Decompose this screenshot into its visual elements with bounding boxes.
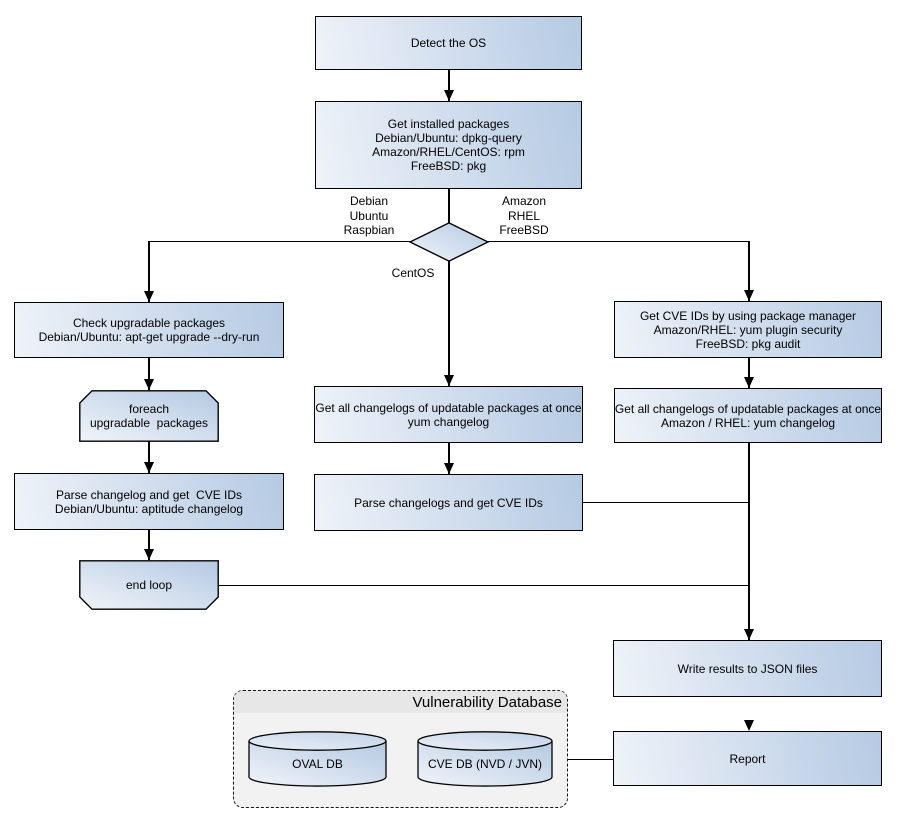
arrowhead-into-parse-centos	[444, 463, 454, 474]
branch-label-amazon: Amazon RHEL FreeBSD	[499, 194, 549, 237]
node-label: Report	[729, 751, 766, 766]
node-check-upgradable-packages: Check upgradable packages Debian/Ubuntu:…	[14, 302, 284, 358]
vulnerability-database-titlebar: Vulnerability Database	[234, 691, 567, 713]
arrowhead-into-check	[144, 291, 154, 302]
connector-right-down	[748, 241, 750, 301]
node-report: Report	[613, 731, 882, 786]
node-detect-os: Detect the OS	[315, 16, 582, 70]
vulnerability-database-title: Vulnerability Database	[412, 693, 562, 711]
node-foreach-loop: foreach upgradable packages	[79, 390, 219, 442]
connector-midparse-to-right	[583, 501, 748, 503]
branch-label-centos: CentOS	[391, 266, 435, 280]
arrowhead-into-report	[744, 720, 754, 731]
branch-label-debian: Debian Ubuntu Raspbian	[343, 194, 395, 237]
loop-begin-shape	[79, 390, 219, 442]
connector-mid1-to-mid2	[448, 443, 450, 474]
connector-right-to-write	[748, 443, 750, 640]
node-label: Write results to JSON files	[677, 661, 818, 676]
arrowhead-into-write	[744, 629, 754, 640]
node-label: CVE DB (NVD / JVN)	[427, 757, 542, 771]
node-label: foreach upgradable packages	[89, 402, 209, 430]
connector-check-to-foreach	[148, 358, 150, 390]
connector-decision-bottom	[448, 260, 450, 386]
node-get-cve-ids-pkg-manager: Get CVE IDs by using package manager Ama…	[614, 301, 882, 358]
connector-detect-to-installed	[448, 70, 450, 101]
connector-decision-left	[148, 240, 410, 242]
connector-endloop-to-right	[219, 584, 748, 586]
node-oval-db: OVAL DB	[248, 731, 387, 787]
node-get-installed-packages: Get installed packages Debian/Ubuntu: dp…	[315, 101, 582, 189]
database-cylinder-icon	[248, 731, 387, 787]
node-label: Parse changelog and get CVE IDs Debian/U…	[54, 487, 244, 516]
connector-installed-to-decision	[448, 189, 450, 223]
node-parse-changelogs-centos: Parse changelogs and get CVE IDs	[314, 474, 583, 531]
connector-foreach-to-parse	[148, 441, 150, 473]
node-label: Parse changelogs and get CVE IDs	[354, 495, 543, 510]
node-label: OVAL DB	[292, 757, 343, 771]
node-cve-db: CVE DB (NVD / JVN)	[417, 731, 553, 787]
node-label: Get CVE IDs by using package manager Ama…	[639, 308, 857, 351]
arrowhead-into-centos-changelogs	[444, 375, 454, 386]
connector-left-down	[148, 241, 150, 302]
decision-os-branch	[409, 222, 489, 262]
node-write-results-json: Write results to JSON files	[613, 640, 882, 697]
node-label: end loop	[125, 578, 173, 592]
database-cylinder-icon	[417, 731, 553, 787]
connector-parse-to-endloop	[148, 530, 150, 560]
arrowhead-into-installed	[444, 90, 454, 101]
arrowhead-into-parse-left	[144, 462, 154, 473]
node-label: Detect the OS	[410, 36, 487, 50]
node-label: Get installed packages Debian/Ubuntu: dp…	[372, 117, 525, 173]
node-get-changelogs-centos: Get all changelogs of updatable packages…	[314, 386, 583, 443]
loop-end-shape	[79, 560, 219, 610]
arrowhead-into-cveids	[744, 290, 754, 301]
connector-cveids-to-changelogs	[748, 358, 750, 388]
node-end-loop: end loop	[79, 560, 219, 610]
node-parse-changelog-left: Parse changelog and get CVE IDs Debian/U…	[14, 473, 284, 530]
node-label: Check upgradable packages Debian/Ubuntu:…	[38, 316, 260, 344]
arrowhead-into-foreach	[144, 379, 154, 390]
connector-decision-right	[488, 240, 749, 242]
diamond-shape	[409, 222, 489, 262]
arrowhead-into-rhel-changelogs	[744, 377, 754, 388]
arrowhead-into-endloop	[144, 549, 154, 560]
connector-vulndb-to-report	[568, 758, 613, 760]
node-label: Get all changelogs of updatable packages…	[315, 400, 582, 429]
node-get-changelogs-amazon-rhel: Get all changelogs of updatable packages…	[614, 388, 882, 443]
node-label: Get all changelogs of updatable packages…	[614, 401, 882, 430]
